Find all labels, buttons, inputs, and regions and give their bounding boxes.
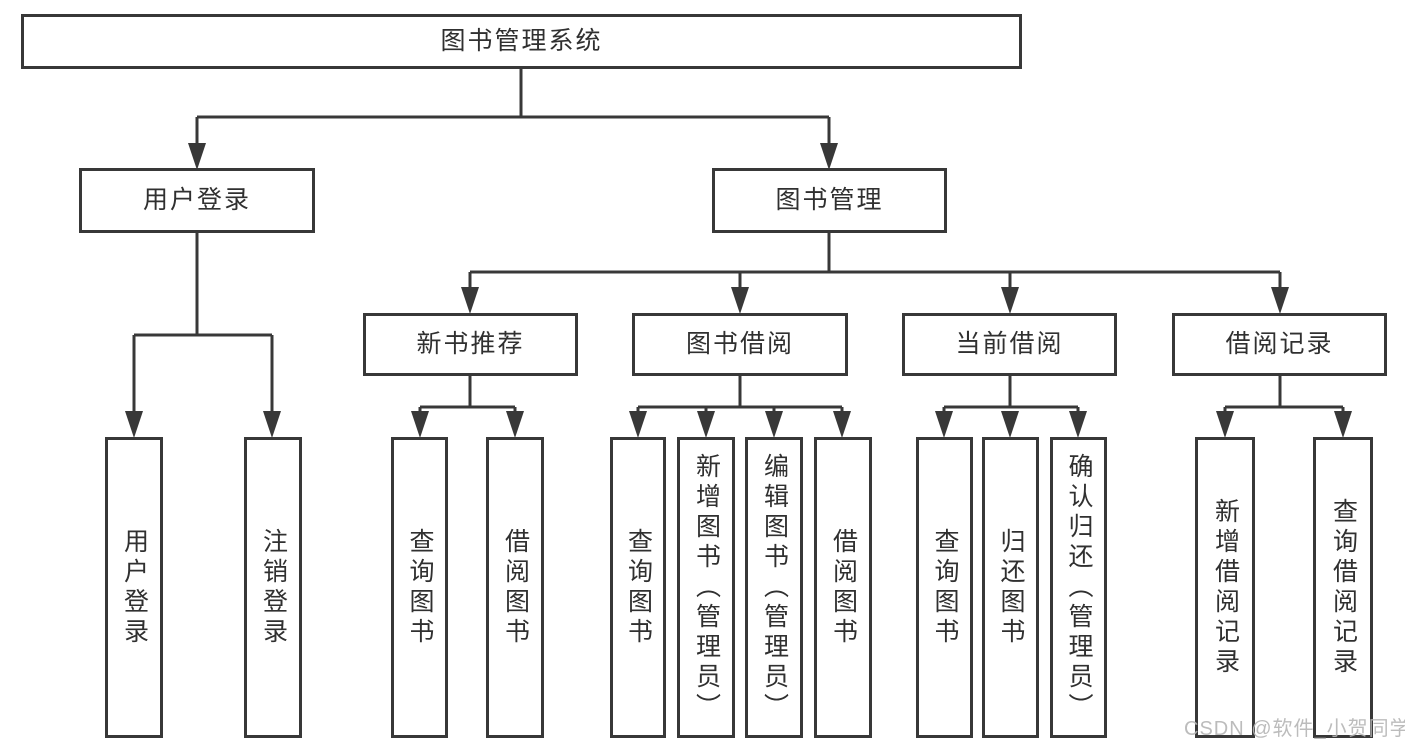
node-book-management-label: 图书管理	[775, 186, 884, 214]
connector-borrow-record-to-leaves	[1216, 376, 1352, 438]
csdn-watermark: CSDN @软件_小贺同学	[1184, 718, 1405, 740]
node-borrow-record-label: 借阅记录	[1225, 330, 1334, 358]
leaf-user-login-label: 用户登录	[120, 527, 149, 648]
node-current-borrow: 当前借阅	[902, 313, 1117, 376]
leaf-query-books-newbook-label: 查询图书	[406, 527, 434, 648]
leaf-query-books-borrow-label: 查询图书	[624, 527, 653, 648]
leaf-add-borrow-record: 新增借阅记录	[1195, 437, 1255, 738]
node-borrow-record: 借阅记录	[1172, 313, 1387, 376]
leaf-logout: 注销登录	[244, 437, 302, 738]
leaf-add-books-admin-label: 新增图书（管理员）	[692, 452, 721, 723]
leaf-query-borrow-record: 查询借阅记录	[1313, 437, 1373, 738]
node-current-borrow-label: 当前借阅	[955, 330, 1064, 358]
connector-user-login-to-leaves	[125, 232, 281, 438]
leaf-logout-label: 注销登录	[259, 527, 288, 648]
connector-current-borrow-to-leaves	[935, 376, 1087, 438]
leaf-query-books-current: 查询图书	[916, 437, 973, 738]
leaf-query-books-current-label: 查询图书	[931, 527, 959, 648]
connector-new-book-to-leaves	[411, 376, 524, 438]
leaf-query-borrow-record-label: 查询借阅记录	[1329, 497, 1358, 678]
node-root: 图书管理系统	[21, 14, 1022, 69]
node-book-borrow: 图书借阅	[632, 313, 848, 376]
node-new-book-recommend: 新书推荐	[363, 313, 578, 376]
leaf-borrow-books-borrow-label: 借阅图书	[829, 527, 858, 648]
leaf-return-books-label: 归还图书	[997, 527, 1025, 648]
node-user-login-label: 用户登录	[142, 186, 251, 214]
leaf-return-books: 归还图书	[982, 437, 1039, 738]
leaf-query-books-borrow: 查询图书	[610, 437, 666, 738]
leaf-borrow-books-borrow: 借阅图书	[814, 437, 872, 738]
connector-root-to-level2	[188, 68, 838, 170]
leaf-user-login: 用户登录	[105, 437, 163, 738]
leaf-add-borrow-record-label: 新增借阅记录	[1211, 497, 1240, 678]
node-book-borrow-label: 图书借阅	[685, 330, 794, 358]
leaf-borrow-books-newbook: 借阅图书	[486, 437, 544, 738]
node-user-login: 用户登录	[79, 168, 315, 233]
leaf-edit-books-admin-label: 编辑图书（管理员）	[760, 452, 789, 723]
connector-book-management-to-level3	[461, 233, 1289, 314]
leaf-edit-books-admin: 编辑图书（管理员）	[745, 437, 803, 738]
leaf-borrow-books-newbook-label: 借阅图书	[501, 527, 530, 648]
leaf-confirm-return-admin: 确认归还（管理员）	[1050, 437, 1107, 738]
node-book-management: 图书管理	[712, 168, 947, 233]
leaf-query-books-newbook: 查询图书	[391, 437, 448, 738]
leaf-confirm-return-admin-label: 确认归还（管理员）	[1065, 452, 1093, 723]
leaf-add-books-admin: 新增图书（管理员）	[677, 437, 735, 738]
node-new-book-recommend-label: 新书推荐	[416, 330, 525, 358]
node-root-label: 图书管理系统	[440, 27, 603, 55]
connector-book-borrow-to-leaves	[629, 376, 851, 438]
